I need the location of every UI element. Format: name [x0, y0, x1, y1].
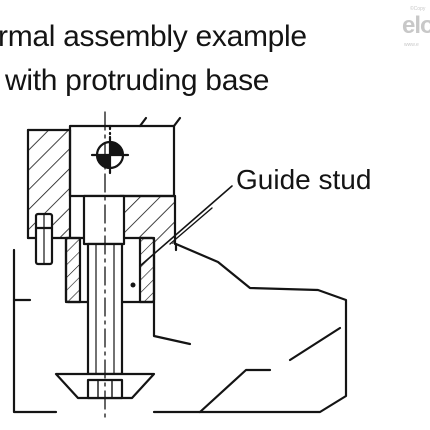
- dowel-pin: [34, 212, 54, 266]
- watermark-url: www.e: [404, 42, 419, 48]
- title-line-2: with protruding base: [5, 64, 270, 97]
- title-line-1: rmal assembly example: [0, 20, 307, 53]
- watermark-copyright: ©Copy: [410, 6, 426, 12]
- protruding-base: [12, 242, 348, 414]
- callout-leader: [139, 185, 233, 267]
- guide-stud-label: Guide stud: [236, 164, 372, 195]
- watermark-logo: ©Copy elo www.e: [398, 6, 430, 50]
- centering-crosshair-icon: [90, 135, 130, 175]
- watermark-logo-text: elo: [402, 12, 430, 39]
- upper-block: [68, 116, 182, 198]
